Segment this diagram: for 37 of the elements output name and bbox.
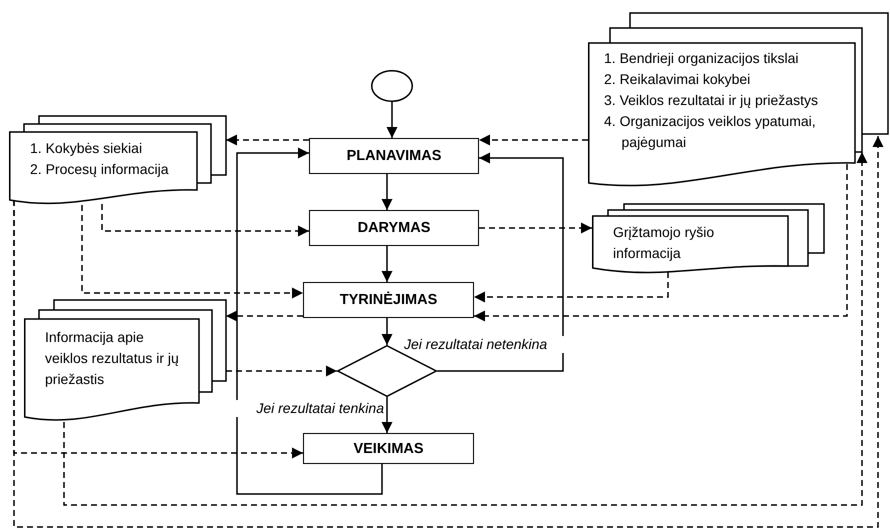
arrow bbox=[382, 318, 392, 345]
process-label: TYRINĖJIMAS bbox=[340, 292, 438, 308]
process-box bbox=[303, 282, 474, 318]
arrow bbox=[382, 397, 392, 433]
document-stack bbox=[592, 204, 824, 275]
process-box bbox=[303, 433, 474, 464]
document-stack bbox=[9, 116, 226, 206]
list-item: 1. Bendrieji organizacijos tikslai bbox=[604, 49, 800, 68]
dashed-arrow bbox=[479, 222, 592, 234]
dashed-arrow bbox=[63, 152, 868, 506]
arrow bbox=[386, 102, 398, 138]
dashed-arrow bbox=[101, 204, 309, 236]
list-item: 4. Organizacijos veiklos ypatumai, pajėgumai bbox=[604, 112, 817, 152]
dashed-arrow bbox=[479, 134, 588, 146]
list-item: 1. Kokybės siekiai bbox=[30, 139, 144, 158]
dashed-arrow bbox=[226, 134, 309, 146]
process-label: DARYMAS bbox=[358, 220, 430, 236]
edge-label: Jei rezultatai netenkina bbox=[404, 336, 564, 353]
process-box bbox=[309, 138, 479, 174]
arrow bbox=[382, 174, 392, 210]
document-text: Grįžtamojo ryšio informacija bbox=[613, 223, 716, 263]
dashed-arrow bbox=[81, 205, 303, 298]
arrow bbox=[236, 148, 383, 495]
dashed-arrow bbox=[474, 272, 669, 302]
process-box bbox=[309, 210, 479, 246]
dashed-arrow bbox=[226, 310, 303, 322]
dashed-arrow bbox=[474, 164, 848, 322]
process-label: VEIKIMAS bbox=[353, 440, 424, 456]
document-text: Informacija apie veiklos rezultatus ir jų priežastis bbox=[45, 328, 180, 389]
process-label: PLANAVIMAS bbox=[346, 148, 442, 164]
dashed-arrow bbox=[226, 366, 337, 376]
list-item: 2. Reikalavimai kokybei bbox=[604, 70, 752, 89]
list-item: 2. Procesų informacija bbox=[30, 160, 170, 179]
list-item: 3. Veiklos rezultatai ir jų priežastys bbox=[604, 91, 819, 110]
arrow bbox=[382, 246, 392, 282]
arrow bbox=[437, 152, 564, 372]
dashed-arrow bbox=[13, 136, 884, 528]
